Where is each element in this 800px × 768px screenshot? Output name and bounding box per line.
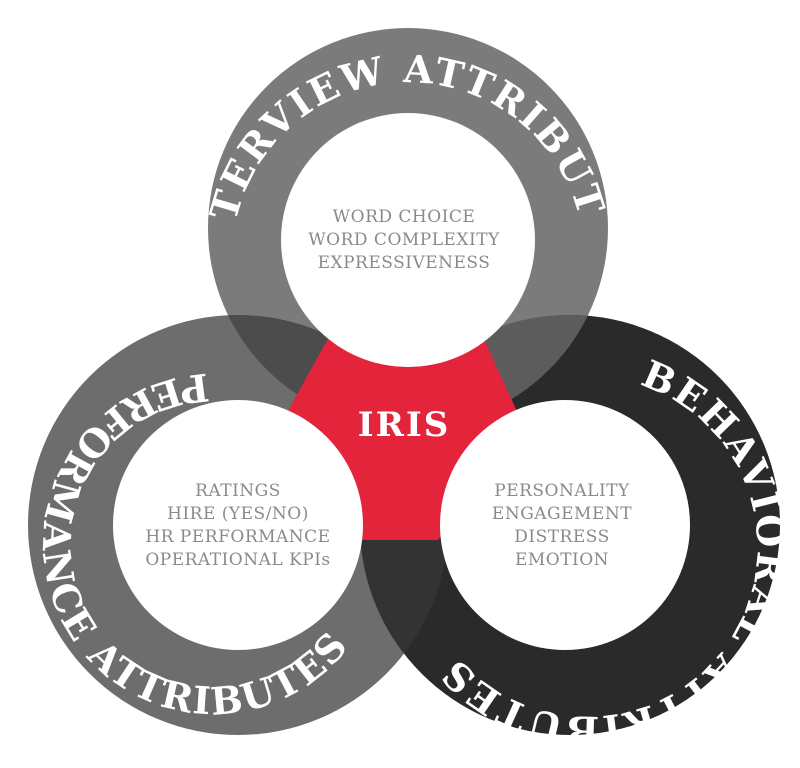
left-item-2: HIRE (YES/NO)	[167, 504, 309, 524]
center-label: IRIS	[358, 405, 451, 445]
right-item-1: PERSONALITY	[494, 481, 630, 501]
top-item-2: WORD COMPLEXITY	[308, 230, 500, 250]
right-item-2: ENGAGEMENT	[492, 504, 632, 524]
right-item-3: DISTRESS	[514, 527, 610, 547]
right-inner-circle	[440, 400, 690, 650]
overlap-top-left-shade	[208, 315, 448, 428]
left-item-3: HR PERFORMANCE	[145, 527, 330, 547]
top-inner-circle	[281, 113, 535, 367]
overlap-top-right-shade	[360, 315, 608, 428]
left-inner-circle	[113, 400, 363, 650]
top-item-1: WORD CHOICE	[333, 207, 476, 227]
left-item-1: RATINGS	[195, 481, 281, 501]
top-item-3: EXPRESSIVENESS	[318, 253, 491, 273]
left-item-4: OPERATIONAL KPIs	[145, 550, 330, 570]
right-item-4: EMOTION	[515, 550, 609, 570]
